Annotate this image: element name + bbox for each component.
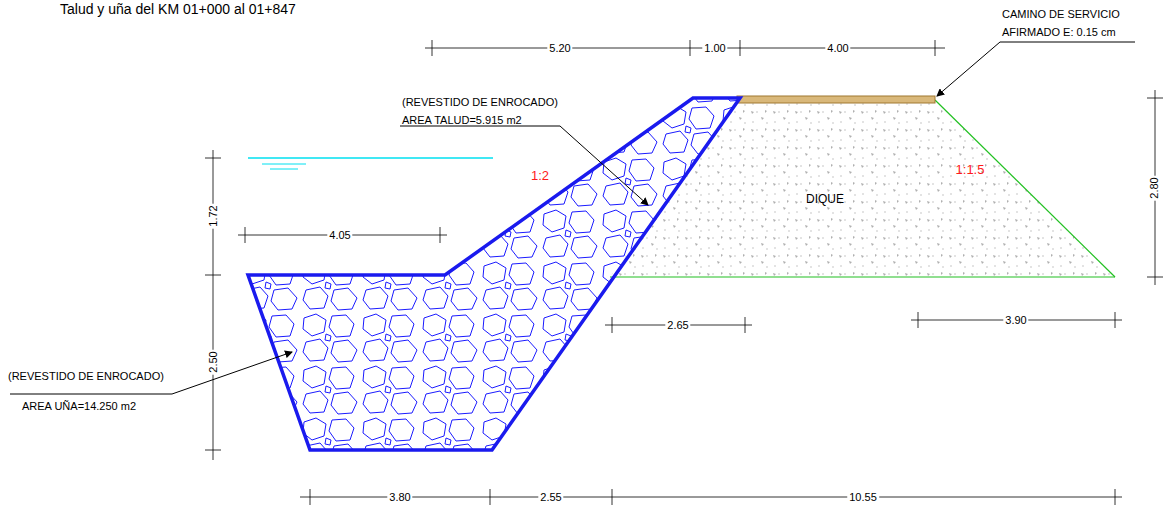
callout-text: AFIRMADO E: 0.15 cm [1002, 26, 1116, 38]
structure-name: DIQUE [806, 193, 844, 206]
dimension: 3.90 [1003, 314, 1028, 326]
slope-ratio: 1:1.5 [956, 163, 985, 177]
dimension: 4.00 [825, 42, 850, 54]
dimension: 4.05 [327, 229, 352, 241]
dimension: 2.80 [1148, 175, 1160, 200]
dimension: 2.50 [207, 349, 219, 374]
drawing-title: Talud y uña del KM 01+000 al 01+847 [60, 2, 296, 17]
slope-ratio: 1:2 [531, 169, 549, 183]
callout-text: CAMINO DE SERVICIO [1002, 8, 1120, 20]
dimension: 5.20 [547, 42, 572, 54]
callout-text: (REVESTIDO DE ENROCADO) [402, 96, 558, 108]
callout-text: (REVESTIDO DE ENROCADO) [8, 370, 164, 382]
callout-text: AREA UÑA=14.250 m2 [22, 400, 136, 412]
dimension: 2.65 [665, 319, 690, 331]
callout-text: AREA TALUD=5.915 m2 [402, 114, 522, 126]
dimension: 10.55 [847, 491, 879, 503]
dimension: 1.00 [702, 42, 727, 54]
dimension: 2.55 [538, 491, 563, 503]
dimension: 1.72 [207, 203, 219, 228]
dimension: 3.80 [387, 491, 412, 503]
